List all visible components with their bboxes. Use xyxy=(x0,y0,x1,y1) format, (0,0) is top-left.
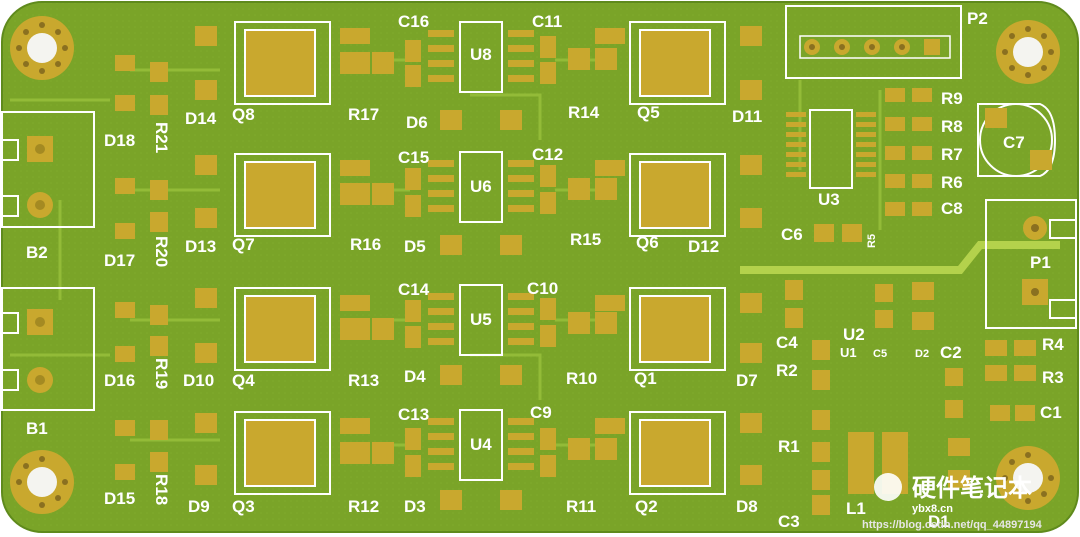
label-c9: C9 xyxy=(530,403,552,422)
label-r11: R11 xyxy=(566,497,596,516)
label-r17: R17 xyxy=(348,105,379,124)
label-r19: R19 xyxy=(152,358,171,389)
label-r14: R14 xyxy=(568,103,600,122)
label-d7: D7 xyxy=(736,371,758,390)
label-d2: D2 xyxy=(915,348,929,360)
capacitor-c7 xyxy=(977,103,1057,177)
label-u1: U1 xyxy=(840,345,857,360)
passive-pads xyxy=(115,26,1036,515)
label-u5: U5 xyxy=(470,310,492,329)
connector-p2 xyxy=(785,5,962,79)
label-u6: U6 xyxy=(470,177,492,196)
mounting-hole-br xyxy=(996,446,1060,510)
label-q8: Q8 xyxy=(232,105,255,124)
ic-drivers xyxy=(459,21,503,481)
label-r5: R5 xyxy=(866,234,878,248)
label-r9: R9 xyxy=(941,89,963,108)
label-r6: R6 xyxy=(941,173,963,192)
label-r21: R21 xyxy=(152,122,171,153)
label-r12: R12 xyxy=(348,497,379,516)
mounting-hole-tr xyxy=(996,20,1060,84)
label-r7: R7 xyxy=(941,145,963,164)
label-p2: P2 xyxy=(967,9,988,28)
label-b1: B1 xyxy=(26,419,48,438)
label-c2: C2 xyxy=(940,343,962,362)
watermark-url: https://blog.csdn.net/qq_44897194 xyxy=(862,519,1043,531)
connector-b2 xyxy=(1,111,95,228)
label-u4: U4 xyxy=(470,435,492,454)
label-q6: Q6 xyxy=(636,233,659,252)
label-r10: R10 xyxy=(566,369,597,388)
label-r1: R1 xyxy=(778,437,800,456)
label-q2: Q2 xyxy=(635,497,658,516)
ic-u3 xyxy=(786,109,876,189)
watermark: 硬件笔记本 ybx8.cn https://blog.csdn.net/qq_4… xyxy=(862,473,1043,531)
label-q3: Q3 xyxy=(232,497,255,516)
connector-b1 xyxy=(1,287,95,411)
label-c10: C10 xyxy=(527,279,558,298)
label-c4: C4 xyxy=(776,333,798,352)
label-r13: R13 xyxy=(348,371,379,390)
watermark-brand: 硬件笔记本 xyxy=(912,474,1032,502)
label-d3: D3 xyxy=(404,497,426,516)
label-c11: C11 xyxy=(532,12,562,31)
label-r3: R3 xyxy=(1042,368,1064,387)
label-d14: D14 xyxy=(185,109,217,128)
label-b2: B2 xyxy=(26,243,48,262)
label-q1: Q1 xyxy=(634,369,657,388)
connector-p1 xyxy=(985,199,1077,329)
label-c1: C1 xyxy=(1040,403,1062,422)
label-d10: D10 xyxy=(183,371,214,390)
label-r8: R8 xyxy=(941,117,963,136)
label-d4: D4 xyxy=(404,367,426,386)
label-d9: D9 xyxy=(188,497,210,516)
label-d17: D17 xyxy=(104,251,135,270)
label-c8: C8 xyxy=(941,199,963,218)
label-r15: R15 xyxy=(570,230,601,249)
mounting-hole-bl xyxy=(10,450,74,514)
label-q7: Q7 xyxy=(232,235,255,254)
label-c12: C12 xyxy=(532,145,563,164)
label-d12: D12 xyxy=(688,237,719,256)
label-u2: U2 xyxy=(843,325,865,344)
label-u3: U3 xyxy=(818,190,840,209)
label-u8: U8 xyxy=(470,45,492,64)
label-c6: C6 xyxy=(781,225,803,244)
label-d18: D18 xyxy=(104,131,135,150)
label-d6: D6 xyxy=(406,113,428,132)
label-r20: R20 xyxy=(152,236,171,267)
label-c13: C13 xyxy=(398,405,429,424)
label-c5: C5 xyxy=(873,348,887,360)
label-c14: C14 xyxy=(398,280,430,299)
label-d1: D1 xyxy=(928,512,950,531)
label-r4: R4 xyxy=(1042,335,1064,354)
wechat-icon xyxy=(874,473,902,501)
ic-pins xyxy=(428,30,534,470)
label-r16: R16 xyxy=(350,235,381,254)
label-r18: R18 xyxy=(152,474,171,505)
label-q4: Q4 xyxy=(232,371,255,390)
label-c16: C16 xyxy=(398,12,429,31)
label-d15: D15 xyxy=(104,489,135,508)
watermark-site: ybx8.cn xyxy=(912,503,953,515)
label-d13: D13 xyxy=(185,237,216,256)
label-d8: D8 xyxy=(736,497,758,516)
label-c7: C7 xyxy=(1003,133,1025,152)
label-l1: L1 xyxy=(846,499,866,518)
mosfet-group xyxy=(234,21,726,495)
label-r2: R2 xyxy=(776,361,798,380)
label-d16: D16 xyxy=(104,371,135,390)
label-d11: D11 xyxy=(732,107,762,126)
label-p1: P1 xyxy=(1030,253,1051,272)
label-d5: D5 xyxy=(404,237,426,256)
silk-labels: P2 P1 B2 B1 U3 U8 U6 U5 U4 U2 U1 Q8 Q7 Q… xyxy=(26,9,1064,531)
label-c15: C15 xyxy=(398,148,429,167)
mounting-hole-tl xyxy=(10,16,74,80)
label-c3: C3 xyxy=(778,512,800,531)
label-q5: Q5 xyxy=(637,103,660,122)
mounting-holes xyxy=(10,16,1060,514)
